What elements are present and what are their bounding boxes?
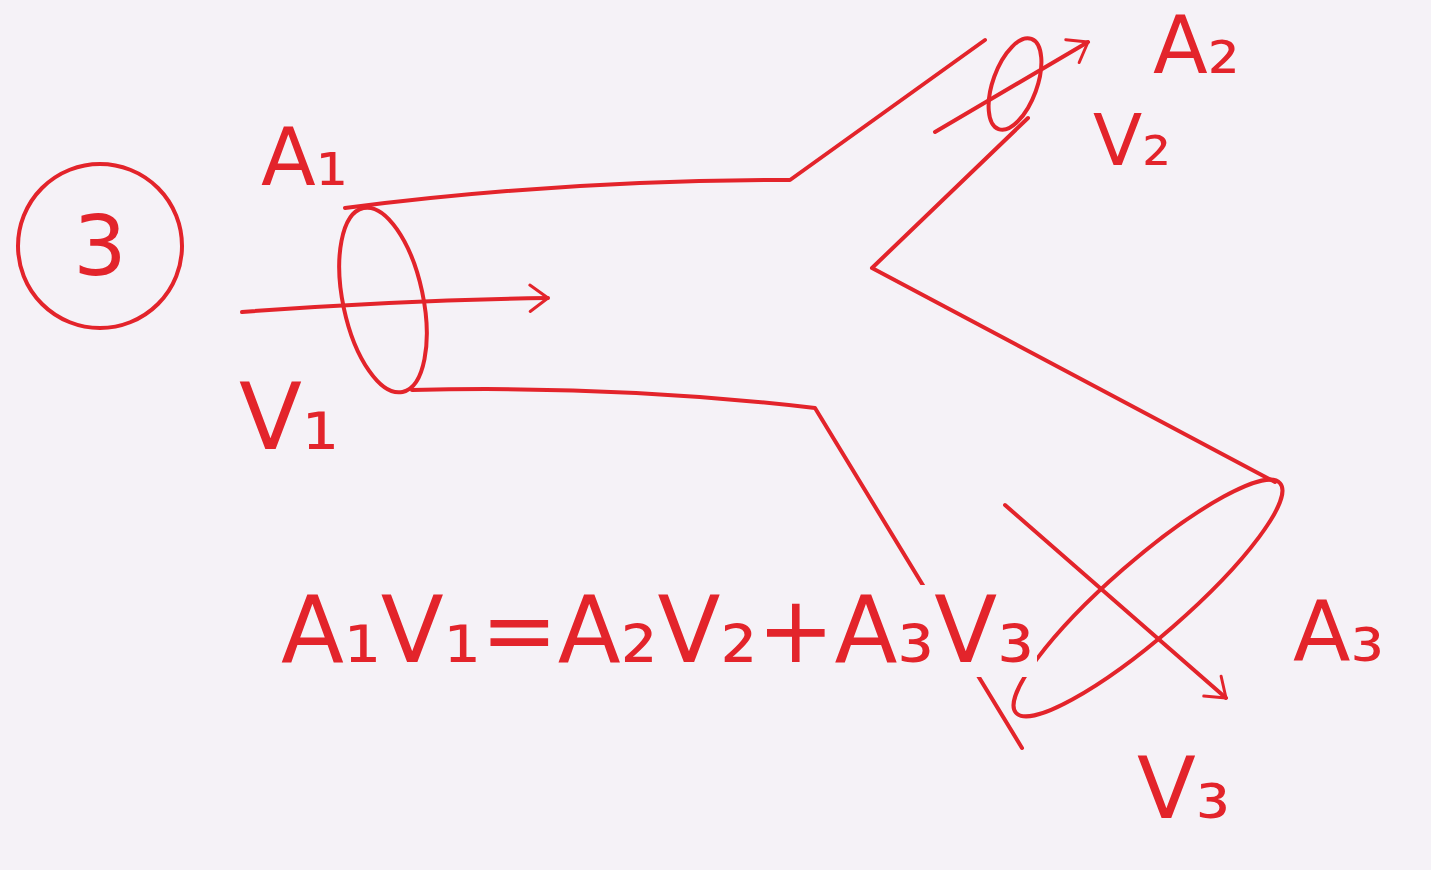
quantity-label: A₃: [1290, 590, 1387, 674]
pipe-wall: [872, 118, 1275, 482]
quantity-label: V₂: [1090, 104, 1174, 176]
step-number: 3: [14, 160, 186, 332]
flow-arrow: [1005, 505, 1226, 698]
flow-arrow: [935, 42, 1088, 132]
pipe-wall: [412, 389, 1022, 748]
pipe-wall: [345, 40, 985, 208]
quantity-label: A₂: [1150, 6, 1243, 86]
outlet-section: [991, 455, 1305, 742]
step-number-circle: 3: [14, 160, 186, 332]
quantity-label: A₁: [258, 118, 351, 198]
quantity-label: V₃: [1134, 745, 1233, 831]
flow-arrow: [242, 298, 548, 312]
quantity-label: V₁: [236, 372, 342, 464]
equation: A₁V₁=A₂V₂+A₃V₃: [278, 585, 1037, 677]
